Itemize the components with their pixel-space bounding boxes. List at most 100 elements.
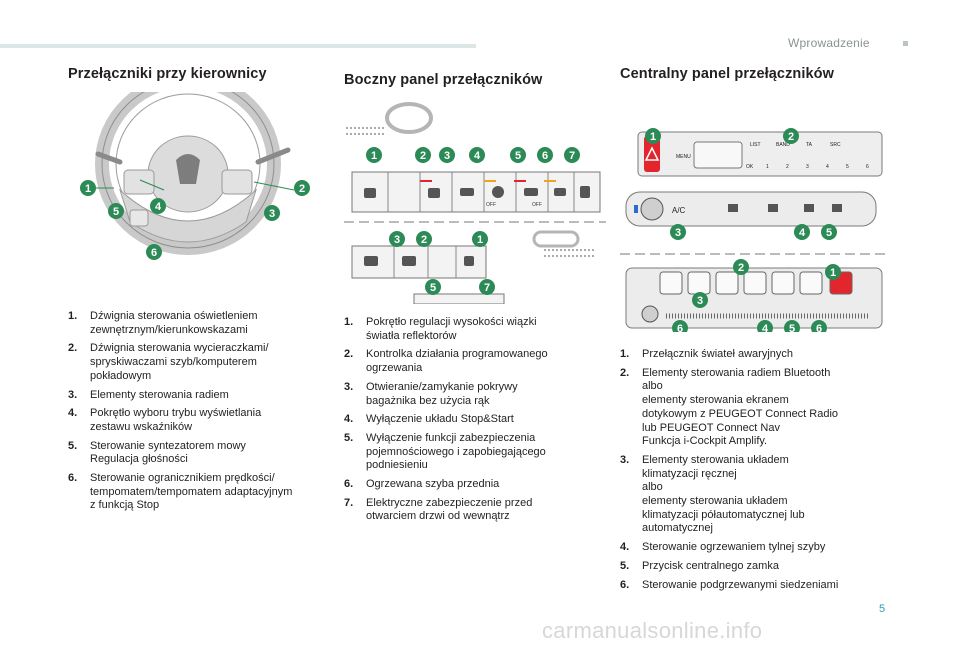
- svg-text:6: 6: [151, 247, 157, 259]
- steering-badge-1: 1: [80, 180, 96, 196]
- center-panel-item-list: 1.Przełącznik świateł awaryjnych 2.Eleme…: [620, 348, 890, 592]
- list-item: 5.Wyłączenie funkcji zabezpieczenia poje…: [344, 431, 546, 472]
- center-badge-top-2: 2: [783, 128, 799, 144]
- svg-text:3: 3: [394, 234, 400, 246]
- list-item: 4.Wyłączenie układu Stop&Start: [344, 413, 514, 426]
- side-badge-bot-7: 7: [479, 279, 495, 295]
- steering-badge-5: 5: [108, 203, 124, 219]
- list-item: 3.Elementy sterowania radiem: [68, 388, 229, 401]
- list-item: 4.Sterowanie ogrzewaniem tylnej szyby: [620, 541, 826, 554]
- center-panel-column: Centralny panel przełączników MENU LIST …: [620, 64, 890, 597]
- center-badge-bot-5: 5: [784, 320, 800, 332]
- svg-text:1: 1: [85, 183, 91, 195]
- off-label: OFF: [532, 202, 542, 208]
- list-item: 1.Dźwignia sterowania oświetleniem zewnę…: [68, 310, 258, 336]
- side-badge-top-2: 2: [415, 147, 431, 163]
- center-panel-title: Centralny panel przełączników: [620, 66, 835, 82]
- svg-text:4: 4: [155, 201, 162, 213]
- svg-text:3: 3: [675, 227, 681, 239]
- watermark: carmanualsonline.info: [542, 618, 763, 643]
- svg-text:4: 4: [762, 323, 769, 332]
- band-label: BAND: [776, 142, 790, 148]
- center-badge-bot-6b: 6: [811, 320, 827, 332]
- svg-text:5: 5: [789, 323, 795, 332]
- steering-item-list: 1.Dźwignia sterowania oświetleniem zewnę…: [68, 310, 330, 513]
- header-marker: [903, 41, 908, 46]
- svg-text:1: 1: [830, 267, 836, 279]
- list-label: LIST: [750, 142, 761, 148]
- svg-text:5: 5: [430, 282, 436, 294]
- side-badge-top-6: 6: [537, 147, 553, 163]
- header-rule: [0, 44, 476, 48]
- svg-text:6: 6: [677, 323, 683, 332]
- list-item: 7.Elektryczne zabezpieczenie przed otwar…: [344, 496, 533, 523]
- ta-label: TA: [806, 142, 813, 148]
- page-number: 5: [879, 603, 886, 615]
- svg-text:5: 5: [515, 150, 521, 162]
- side-panel-column: Boczny panel przełączników OFF OFF 1 2 3…: [344, 64, 606, 529]
- list-item: 4.Pokrętło wyboru trybu wyświetlania zes…: [68, 407, 262, 433]
- list-item: 2.Elementy sterowania radiem Bluetooth a…: [620, 366, 839, 448]
- side-badge-mid-1: 1: [472, 231, 488, 247]
- off-label: OFF: [486, 202, 496, 208]
- side-panel-title: Boczny panel przełączników: [344, 72, 543, 88]
- svg-text:5: 5: [826, 227, 832, 239]
- center-badge-bot-6a: 6: [672, 320, 688, 332]
- steering-badge-4: 4: [150, 198, 166, 214]
- list-item: 5.Przycisk centralnego zamka: [620, 559, 779, 572]
- svg-text:2: 2: [421, 234, 427, 246]
- center-badge-bot-4: 4: [757, 320, 773, 332]
- svg-text:2: 2: [299, 183, 305, 195]
- preset-2: 2: [786, 164, 789, 170]
- center-badge-bot-3: 3: [692, 292, 708, 308]
- center-panel-figure: MENU LIST BAND TA SRC OK 1 2 3 4 5 6 A/C…: [620, 128, 890, 332]
- center-badge-mid-5: 5: [821, 224, 837, 240]
- side-badge-mid-3: 3: [389, 231, 405, 247]
- list-item: 2.Dźwignia sterowania wycieraczkami/ spr…: [68, 342, 269, 382]
- ac-label: A/C: [672, 206, 686, 215]
- svg-text:3: 3: [697, 295, 703, 307]
- center-badge-mid-4: 4: [794, 224, 810, 240]
- svg-text:7: 7: [484, 282, 490, 294]
- list-item: 1.Pokrętło regulacji wysokości wiązki św…: [344, 316, 537, 342]
- svg-text:2: 2: [420, 150, 426, 162]
- side-badge-mid-2: 2: [416, 231, 432, 247]
- steering-badge-6: 6: [146, 244, 162, 260]
- list-item: 1.Przełącznik świateł awaryjnych: [620, 348, 793, 360]
- center-badge-bot-1: 1: [825, 264, 841, 280]
- svg-text:3: 3: [269, 208, 275, 220]
- ok-label: OK: [746, 164, 754, 170]
- svg-text:6: 6: [816, 323, 822, 332]
- preset-3: 3: [806, 164, 809, 170]
- steering-title: Przełączniki przy kierownicy: [68, 66, 267, 82]
- side-panel-item-list: 1.Pokrętło regulacji wysokości wiązki św…: [344, 316, 606, 524]
- list-item: 6.Sterowanie ogranicznikiem prędkości/ t…: [68, 472, 293, 512]
- center-badge-top-1: 1: [645, 128, 661, 144]
- side-badge-top-4: 4: [469, 147, 485, 163]
- side-badge-top-1: 1: [366, 147, 382, 163]
- center-badge-mid-3: 3: [670, 224, 686, 240]
- preset-1: 1: [766, 164, 769, 170]
- section-label: Wprowadzenie: [788, 36, 870, 50]
- svg-text:2: 2: [738, 262, 744, 274]
- svg-text:3: 3: [444, 150, 450, 162]
- list-item: 3.Otwieranie/zamykanie pokrywy bagażnika…: [344, 380, 518, 407]
- preset-4: 4: [826, 164, 829, 170]
- side-badge-top-5: 5: [510, 147, 526, 163]
- list-item: 6.Sterowanie podgrzewanymi siedzeniami: [620, 578, 839, 591]
- list-item: 5.Sterowanie syntezatorem mowy Regulacja…: [68, 439, 246, 466]
- svg-text:1: 1: [371, 150, 377, 162]
- menu-label: MENU: [676, 154, 691, 160]
- side-badge-top-7: 7: [564, 147, 580, 163]
- list-item: 6.Ogrzewana szyba przednia: [344, 478, 500, 491]
- list-item: 2.Kontrolka działania programowanego ogr…: [344, 348, 548, 375]
- svg-text:4: 4: [474, 150, 481, 162]
- side-badge-bot-5: 5: [425, 279, 441, 295]
- svg-text:7: 7: [569, 150, 575, 162]
- src-label: SRC: [830, 142, 841, 148]
- svg-text:4: 4: [799, 227, 806, 239]
- svg-text:6: 6: [542, 150, 548, 162]
- preset-6: 6: [866, 164, 869, 170]
- steering-wheel-figure: 1 2 3 4 5 6: [80, 92, 310, 260]
- svg-text:1: 1: [650, 131, 656, 143]
